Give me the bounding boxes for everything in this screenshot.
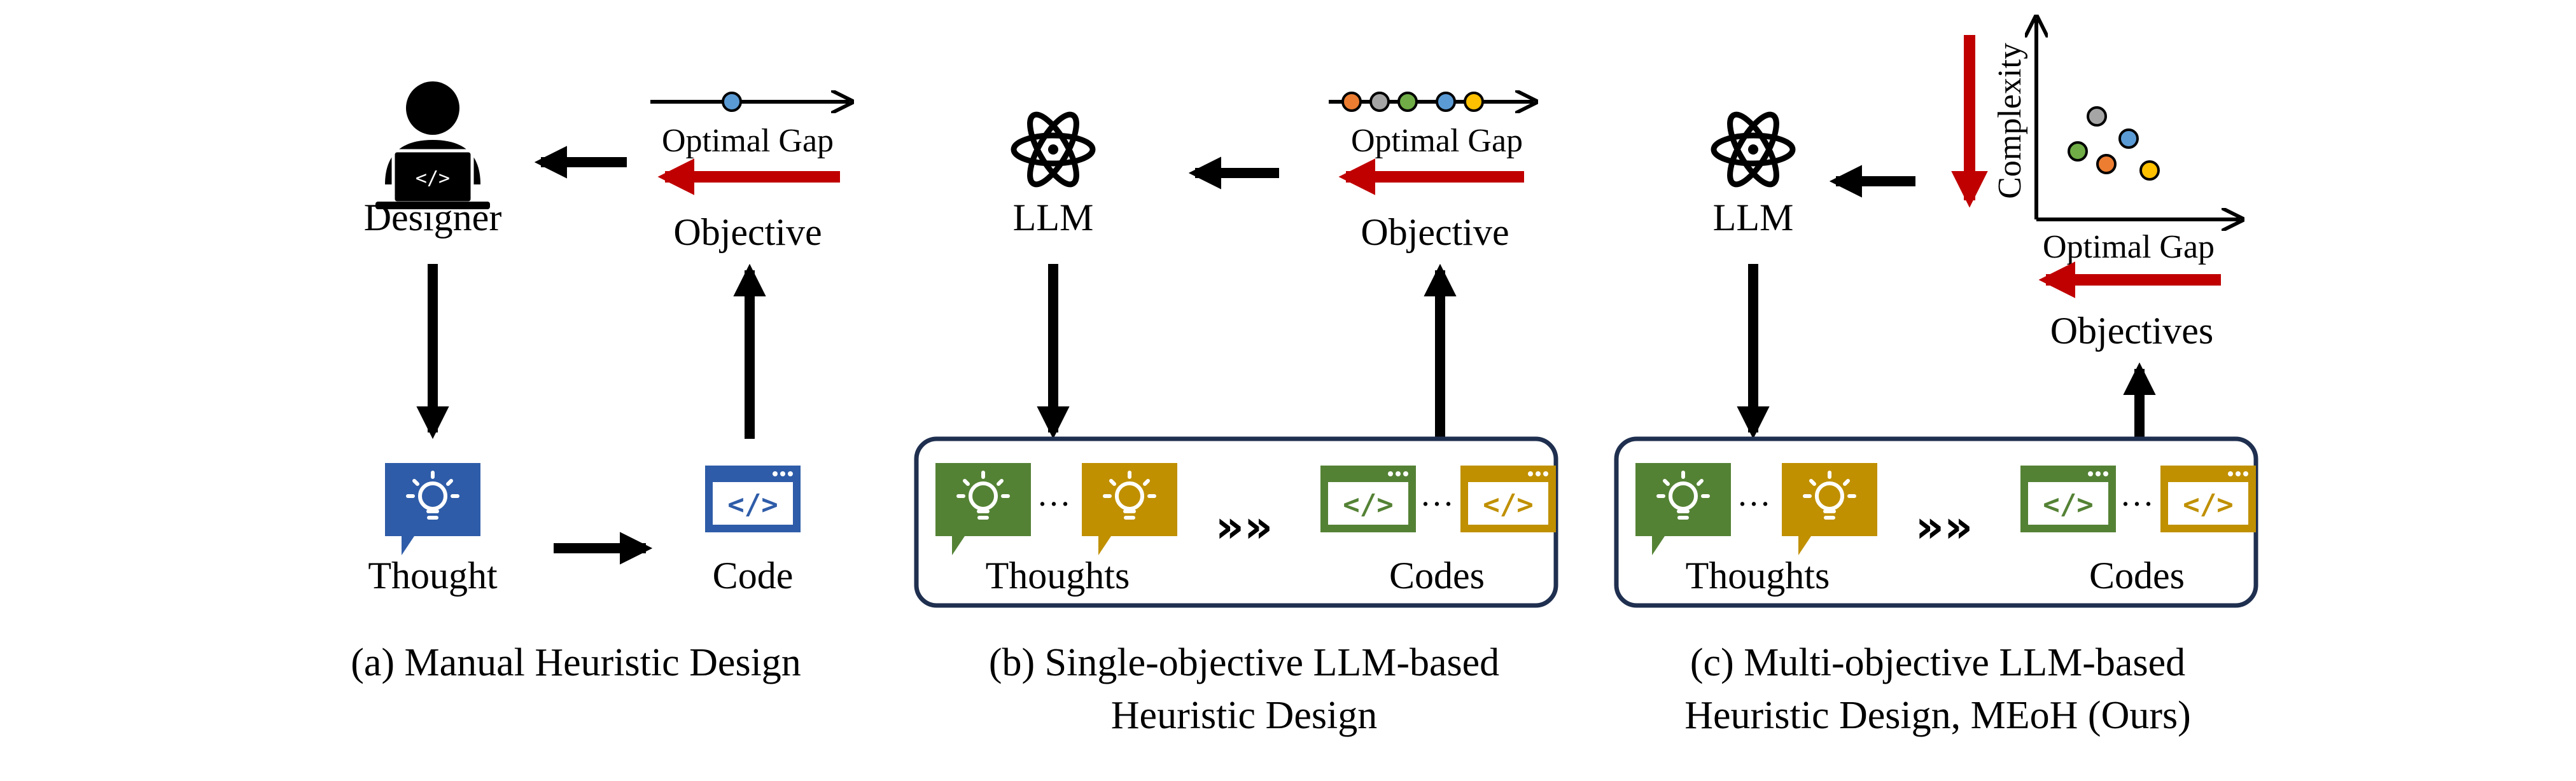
gap-label-b: Optimal Gap [1351, 123, 1523, 159]
panel-b: LLM Optimal Gap Objective ··· Thoughts »… [914, 92, 1558, 737]
parallel-icon-c: »» [1915, 501, 1973, 553]
pareto-dot-blue [2118, 128, 2139, 149]
designer-icon: </> [375, 81, 490, 209]
code-glyph-b-2: </> [1483, 488, 1533, 521]
code-glyph-c-1: </> [2043, 488, 2093, 521]
gap-dot-b-1 [1341, 92, 1362, 112]
thought-icon-a [385, 463, 480, 555]
ellipsis-codes-b: ··· [1420, 485, 1454, 523]
gap-dot-b-5 [1464, 92, 1484, 112]
panel-a: </> Designer Optimal Gap Objective Thoug… [351, 81, 850, 684]
gap-dot-b-2 [1369, 92, 1390, 112]
code-label-a: Code [713, 555, 794, 597]
ellipsis-codes-c: ··· [2120, 485, 2154, 523]
svg-text:</>: </> [416, 167, 450, 190]
population-panel-c [1614, 436, 2258, 608]
caption-c-line1: (c) Multi-objective LLM-based [1690, 641, 2185, 684]
designer-label: Designer [364, 197, 502, 238]
ellipsis-thoughts-b: ··· [1037, 485, 1071, 523]
objectives-label-c: Objectives [2050, 310, 2214, 352]
code-glyph-a: </> [727, 488, 778, 521]
thoughts-label-b: Thoughts [986, 555, 1130, 597]
llm-icon-b [1014, 108, 1093, 190]
panel-c: LLM Complexity Optimal Gap Objectives ··… [1614, 19, 2258, 737]
objective-label-b: Objective [1361, 211, 1509, 253]
thoughts-label-c: Thoughts [1686, 555, 1830, 597]
pareto-dot-orange [2096, 154, 2117, 174]
complexity-label: Complexity [1992, 43, 2028, 199]
llm-label-b: LLM [1013, 197, 1094, 238]
ellipsis-thoughts-c: ··· [1737, 485, 1771, 523]
caption-a: (a) Manual Heuristic Design [351, 641, 801, 684]
gap-dot-b-4 [1436, 92, 1456, 112]
llm-label-c: LLM [1713, 197, 1794, 238]
code-glyph-b-1: </> [1343, 488, 1393, 521]
gap-label-a: Optimal Gap [662, 123, 834, 159]
pareto-dot-gray [2087, 106, 2107, 127]
caption-c-line2: Heuristic Design, MEoH (Ours) [1684, 694, 2191, 737]
gap-dot-b-3 [1397, 92, 1418, 112]
population-panel-b [914, 436, 1558, 608]
pareto-dot-yellow [2139, 160, 2160, 181]
thought-icon-b-1 [935, 463, 1031, 555]
llm-icon-c [1714, 108, 1793, 190]
caption-b-line1: (b) Single-objective LLM-based [989, 641, 1499, 684]
gap-dot-a [722, 92, 742, 112]
thought-icon-c-1 [1635, 463, 1731, 555]
caption-b-line2: Heuristic Design [1111, 694, 1377, 737]
thought-icon-c-2 [1782, 463, 1877, 555]
pareto-dot-green [2068, 141, 2088, 162]
objective-label-a: Objective [673, 211, 822, 253]
thought-label-a: Thought [368, 555, 498, 597]
code-glyph-c-2: </> [2183, 488, 2233, 521]
parallel-icon-b: »» [1215, 501, 1273, 553]
gap-label-c: Optimal Gap [2043, 229, 2215, 265]
codes-label-c: Codes [2089, 555, 2185, 597]
thought-icon-b-2 [1082, 463, 1177, 555]
codes-label-b: Codes [1389, 555, 1485, 597]
